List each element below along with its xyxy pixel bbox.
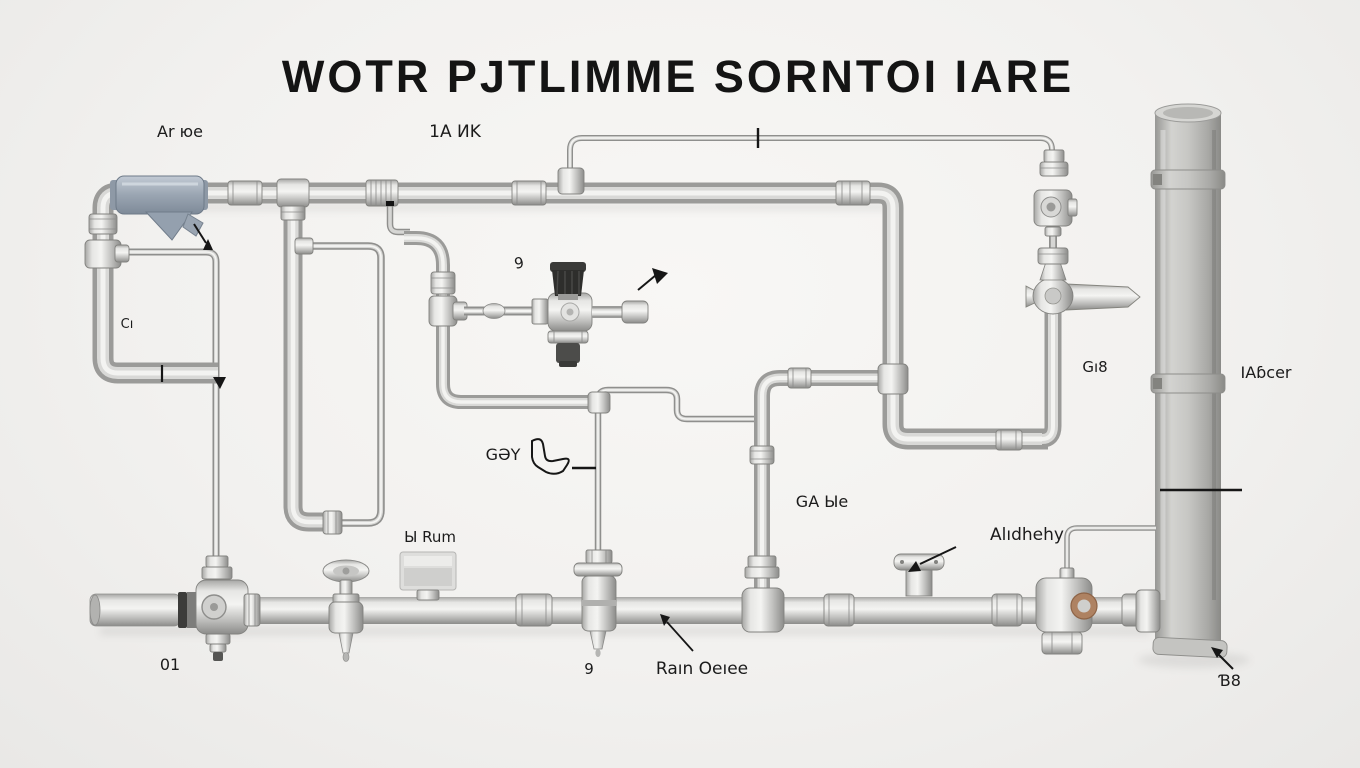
rain-leader-line [666,621,694,652]
loop-fittings [276,178,343,535]
threaded-coupling [365,179,399,207]
clamp-arrowhead [203,239,213,250]
center-valve-assembly [386,201,649,414]
block-fitting [399,551,457,601]
b8-arrowhead [1211,647,1223,658]
mid-return-pipe [754,370,884,602]
coupling [227,180,263,206]
drain-taper [338,632,354,654]
diagram-title: WOTR PJTLIMME SORNTOI IARE [282,51,1074,102]
end-cap [621,300,649,324]
clamp-handle [144,211,193,241]
tee-nub [114,244,130,263]
label-ga-ble: GA Ые [796,492,848,511]
flange [573,562,623,577]
union-nut [747,555,777,568]
bottom-valve-1 [195,555,261,661]
coupling [511,180,547,206]
label-alidhehy: Alıdhehy [990,525,1064,545]
bottom-valve-3 [1035,567,1098,655]
blue-clamp-valve [110,175,208,241]
gate-valve-stack [995,149,1141,451]
coupling [515,593,553,627]
collar [1037,247,1069,265]
tank-clamp-band-lower [1150,373,1226,394]
label-nine-drain: 9 [584,660,594,678]
main-top-pipe [92,182,1048,450]
junction-tick [213,377,226,389]
collar [995,429,1023,451]
handle-sketch-line [637,274,657,291]
label-01: 01 [160,655,180,674]
drain-fitting-598 [573,549,623,657]
tee-fitting [877,363,909,395]
label-g18: Gı8 [1082,358,1107,376]
thin-branch-left [108,248,220,576]
collar [280,205,306,221]
mid-return-fittings [741,363,909,633]
knob-top [550,262,586,272]
rain-arrowhead [660,614,670,626]
pipe-shadows [100,203,1250,668]
collar [430,271,456,295]
overhead-thin-line [567,135,1055,178]
label-nine-sketch: 9 [513,253,526,272]
collar [787,367,812,389]
top-pipe-couplings [227,167,871,207]
wing-handle-right [1065,283,1141,311]
flanged-outlet [893,553,945,597]
gasket-ring [178,592,187,628]
label-b8: Ɓ8 [1218,671,1241,690]
b8-arrow-line [1218,654,1234,670]
collar [243,593,261,627]
coupling [835,180,871,206]
tee-nub [294,237,314,255]
tee-fitting [276,178,310,208]
annotation-layer [160,128,1242,670]
faucet-sketch [531,438,570,475]
label-1a-nk: 1A ИK [429,122,482,142]
alidhehy-arrow-line [919,546,957,565]
tank-riser-pipe [1150,103,1228,659]
clamp-arrow-line [193,223,207,244]
label-rain-oelee: Raın Oeıee [656,659,748,679]
riser-tee-fitting [557,167,585,195]
coupling [823,593,855,627]
bottom-valve-2 [322,559,370,662]
handle-sketch-flag [652,268,668,284]
valve-body [328,601,364,634]
label-gey: GƏY [486,445,521,464]
coupling [991,593,1023,627]
drain-tip [213,652,223,661]
collar [531,298,549,325]
drain-taper [589,630,607,650]
hex-nut [1041,631,1083,655]
valve-bypass-thin-right [1064,525,1156,576]
left-riser-fittings [84,213,130,269]
loop-riser-pipe [283,200,338,532]
tank-inlet-tee [1135,589,1161,633]
alidhehy-arrowhead [908,561,921,572]
label-ar-noe: Ar юe [157,122,203,141]
pipe-bulge [482,303,506,319]
text-layer: WOTR PJTLIMME SORNTOI IARE Ar юe 1A ИK C… [121,51,1292,690]
tank-clamp-band-upper [1150,169,1226,190]
label-bi-rum: Ы Rum [404,528,456,546]
dark-cap [556,343,580,363]
manifold-tee [741,587,785,633]
drain-line-thin [594,386,754,558]
collar [88,213,118,235]
bypass-loop-thin [301,242,385,527]
tank-bottom-coupling [1152,636,1228,659]
open-pipe-end [89,593,181,627]
union-coupling [322,510,343,535]
black-knob [552,270,584,296]
collar [749,445,775,465]
label-ci: Cı [121,317,134,332]
label-iagcer: IAɓcer [1240,363,1291,382]
reducer [587,391,611,414]
hex-nut [585,549,613,564]
collar [1039,161,1069,177]
